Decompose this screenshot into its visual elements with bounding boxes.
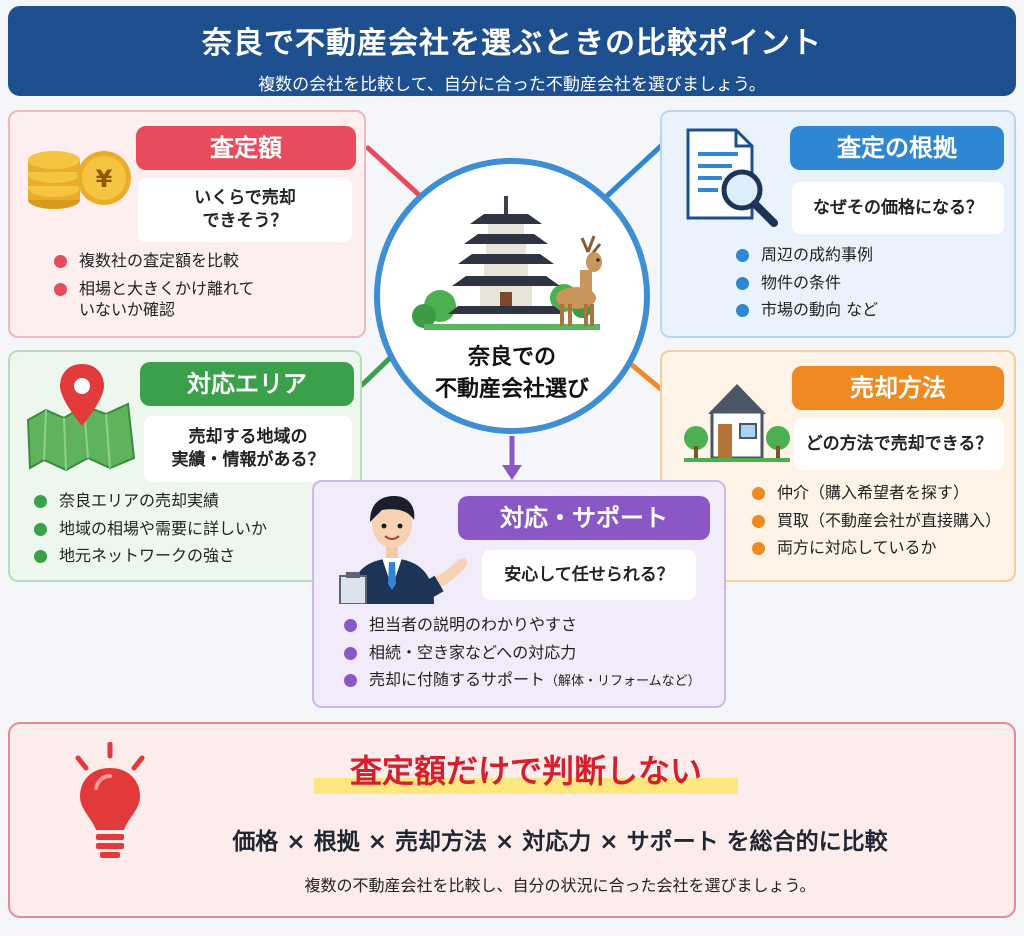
list-item: 地域の相場や需要に詳しいか xyxy=(34,518,354,540)
list-item: 複数社の査定額を比較 xyxy=(54,250,354,272)
card-satei-question: いくらで売却 できそう？ xyxy=(138,178,352,242)
card-support-title: 対応・サポート xyxy=(458,496,710,540)
list-item: 両方に対応しているか xyxy=(752,537,1014,559)
summary-panel: 査定額だけで判断しない 価格 × 根拠 × 売却方法 × 対応力 × サポート … xyxy=(8,722,1016,918)
page-subtitle: 複数の会社を比較して、自分に合った不動産会社を選びましょう。 xyxy=(258,75,766,95)
header-banner: 奈良で不動産会社を選ぶときの比較ポイント 複数の会社を比較して、自分に合った不動… xyxy=(8,6,1016,96)
card-support-list: 担当者の説明のわかりやすさ 相続・空き家などへの対応力 売却に付随するサポート（… xyxy=(344,614,724,697)
list-item: 市場の動向 など xyxy=(736,299,1006,321)
list-item-note: （解体・リフォームなど） xyxy=(545,674,701,690)
svg-text:¥: ¥ xyxy=(96,165,113,193)
center-label-line-2: 不動産会社選び xyxy=(434,376,589,402)
card-area-title: 対応エリア xyxy=(140,362,354,406)
coins-yen-icon: ¥ xyxy=(28,151,131,209)
summary-formula: 価格 × 根拠 × 売却方法 × 対応力 × サポート を総合的に比較 xyxy=(232,829,888,855)
list-item: 相続・空き家などへの対応力 xyxy=(344,642,724,664)
card-support: 対応・サポート 安心して任せられる？ 担当者の説明のわかりやすさ 相続・空き家な… xyxy=(312,480,726,708)
card-konkyo: 査定の根拠 なぜその価格になる？ 周辺の成約事例 物件の条件 市場の動向 など xyxy=(660,110,1016,338)
summary-closing: 複数の不動産会社を比較し、自分の状況に合った会社を選びましょう。 xyxy=(304,876,816,895)
page-title: 奈良で不動産会社を選ぶときの比較ポイント xyxy=(202,26,822,61)
card-konkyo-list: 周辺の成約事例 物件の条件 市場の動向 など xyxy=(736,244,1006,327)
card-konkyo-question: なぜその価格になる？ xyxy=(792,182,1004,234)
businessman-icon xyxy=(339,496,468,604)
card-area-list: 奈良エリアの売却実績 地域の相場や需要に詳しいか 地元ネットワークの強さ xyxy=(34,490,354,573)
card-hoho-title: 売却方法 xyxy=(792,366,1004,410)
card-area: 対応エリア 売却する地域の 実績・情報がある？ 奈良エリアの売却実績 地域の相場… xyxy=(8,350,362,582)
list-item-continuation: いないか確認 xyxy=(79,300,176,320)
summary-headline-text: 査定額だけで判断しない xyxy=(349,752,702,790)
list-item: 売却に付随するサポート（解体・リフォームなど） xyxy=(344,669,724,691)
list-item: 仲介（購入希望者を探す） xyxy=(752,482,1014,504)
card-hoho-list: 仲介（購入希望者を探す） 買取（不動産会社が直接購入） 両方に対応しているか xyxy=(752,482,1014,565)
list-item: 担当者の説明のわかりやすさ xyxy=(344,614,724,636)
question-line-2: 実績・情報がある？ xyxy=(171,450,325,470)
card-hoho-question: どの方法で売却できる？ xyxy=(794,418,1004,470)
house-icon xyxy=(684,384,790,462)
question-line-1: いくらで売却 xyxy=(194,188,296,209)
list-item: 奈良エリアの売却実績 xyxy=(34,490,354,512)
list-item: 相場と大きくかけ離れて xyxy=(54,278,354,300)
document-magnifier-icon xyxy=(686,128,778,227)
center-label-line-1: 奈良での xyxy=(467,345,556,370)
question-line-1: 売却する地域の xyxy=(188,427,308,448)
card-satei: ¥ 査定額 いくらで売却 できそう？ 複数社の査定額を比較 相場と大きくかけ離れ… xyxy=(8,110,366,338)
card-satei-list: 複数社の査定額を比較 相場と大きくかけ離れて いないか確認 xyxy=(54,250,354,327)
summary-headline: 査定額だけで判断しない xyxy=(310,746,742,798)
list-item: 地元ネットワークの強さ xyxy=(34,545,354,567)
map-pin-icon xyxy=(26,364,136,472)
card-area-question: 売却する地域の 実績・情報がある？ xyxy=(144,416,352,482)
pagoda-deer-icon xyxy=(412,196,602,330)
center-label: 奈良での 不動産会社選び xyxy=(380,342,644,406)
list-item: 周辺の成約事例 xyxy=(736,244,1006,266)
center-hub: 奈良での 不動産会社選び xyxy=(374,158,650,434)
question-line-2: できそう？ xyxy=(202,211,288,231)
list-item: 買取（不動産会社が直接購入） xyxy=(752,510,1014,532)
lightbulb-icon xyxy=(75,742,145,858)
card-satei-title: 査定額 xyxy=(136,126,356,170)
list-item: 物件の条件 xyxy=(736,272,1006,294)
card-support-question: 安心して任せられる？ xyxy=(482,550,696,600)
card-konkyo-title: 査定の根拠 xyxy=(790,126,1004,170)
